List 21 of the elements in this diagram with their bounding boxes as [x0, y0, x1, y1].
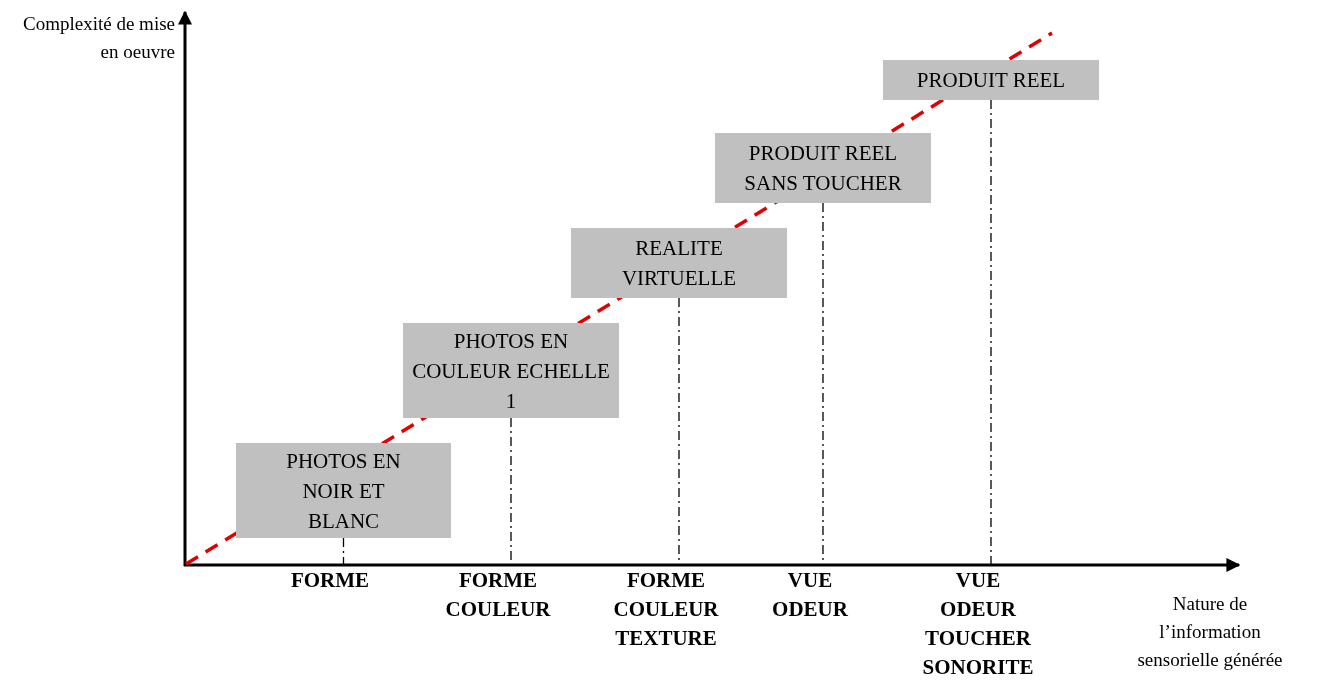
axis-category-label: VUE ODEUR TOUCHER SONORITE	[922, 567, 1034, 681]
leader-line	[822, 202, 824, 567]
leader-line	[342, 537, 345, 567]
axis-category-label: FORME COULEUR TEXTURE	[613, 567, 719, 652]
axis-category-label: FORME COULEUR	[445, 567, 551, 623]
x-axis-title: Nature de l’information sensorielle générée	[1136, 592, 1284, 672]
box-text: PHOTOS EN NOIR ET BLANC	[285, 447, 402, 535]
axis-category-label: VUE ODEUR	[772, 567, 848, 623]
leader-line	[990, 99, 992, 567]
axis-category-label: FORME	[290, 567, 370, 594]
box-text: PHOTOS EN COULEUR ECHELLE 1	[411, 327, 611, 415]
box-text: PRODUIT REEL SANS TOUCHER	[743, 140, 903, 197]
leader-line	[678, 297, 680, 567]
box-text: REALITE VIRTUELLE	[620, 235, 738, 292]
category-box	[715, 133, 931, 203]
leader-line	[510, 417, 512, 567]
y-axis-title: Complexité de mise en oeuvre	[22, 12, 175, 64]
category-box	[571, 228, 787, 298]
box-text: PRODUIT REEL	[916, 67, 1066, 94]
category-box	[236, 443, 451, 538]
category-box	[883, 60, 1099, 100]
